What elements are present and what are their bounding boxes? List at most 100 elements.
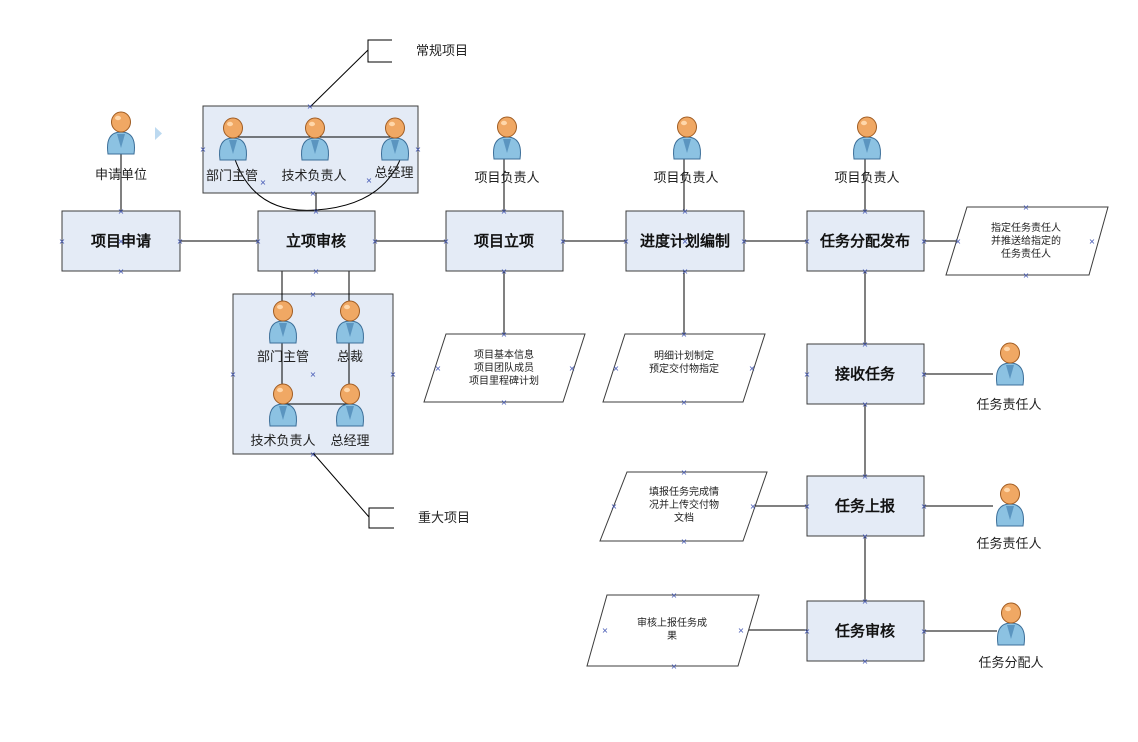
- note-report-shape: [599, 471, 768, 542]
- svg-text:×: ×: [435, 364, 442, 373]
- svg-text:×: ×: [260, 178, 267, 187]
- svg-text:×: ×: [366, 176, 373, 185]
- svg-text:×: ×: [671, 662, 678, 671]
- major-tech-lead-label: 技术负责人: [250, 434, 315, 449]
- step-assign-label: 任务分配发布: [819, 232, 910, 250]
- svg-text:×: ×: [118, 207, 125, 216]
- svg-text:×: ×: [310, 189, 317, 198]
- svg-text:×: ×: [623, 237, 630, 246]
- step-approve-label: 项目立项: [474, 232, 534, 250]
- regular-dept-head-label: 部门主管: [206, 169, 258, 184]
- note-audit-shape: [586, 594, 760, 667]
- responsible-label-1: 任务责任人: [976, 397, 1041, 413]
- note-approve-line-1: 项目基本信息: [474, 348, 534, 361]
- step-review-label: 立项审核: [286, 232, 346, 250]
- svg-text:×: ×: [313, 267, 320, 276]
- note-audit-line-2: 果: [667, 630, 677, 642]
- note-report-line-2: 况并上传交付物: [649, 498, 719, 511]
- regular-project-callout: 常规项目: [416, 44, 468, 59]
- connection-point-markers: × × × × × × × × × × × × × × × × × × × × …: [59, 102, 1096, 671]
- triangle-marker-icon: [155, 127, 162, 140]
- step-apply-label: 项目申请: [91, 232, 151, 250]
- svg-text:×: ×: [501, 207, 508, 216]
- step-report-box: [806, 475, 925, 537]
- svg-text:×: ×: [682, 267, 689, 276]
- svg-text:×: ×: [230, 370, 237, 379]
- svg-text:×: ×: [118, 237, 125, 246]
- note-approve-line-3: 项目里程碑计划: [469, 374, 539, 387]
- svg-text:×: ×: [560, 237, 567, 246]
- note-schedule-line-2: 预定交付物指定: [649, 362, 719, 375]
- step-report-label: 任务上报: [834, 497, 895, 515]
- step-assign-box: [806, 210, 925, 272]
- svg-text:×: ×: [681, 468, 688, 477]
- svg-text:×: ×: [682, 237, 689, 246]
- pm-label-1: 项目负责人: [474, 171, 539, 186]
- pm-person-icon-1: [493, 116, 521, 160]
- major-project-callout: 重大项目: [418, 510, 470, 526]
- note-approve-shape: [423, 333, 586, 403]
- svg-text:×: ×: [613, 364, 620, 373]
- svg-text:×: ×: [501, 267, 508, 276]
- svg-text:×: ×: [255, 237, 262, 246]
- svg-text:×: ×: [955, 237, 962, 246]
- major-ceo-label: 总裁: [337, 349, 363, 365]
- assigner-person-icon: [997, 602, 1025, 646]
- svg-text:×: ×: [611, 502, 618, 511]
- note-assign-shape: [945, 206, 1109, 276]
- svg-text:×: ×: [682, 207, 689, 216]
- svg-text:×: ×: [569, 364, 576, 373]
- svg-text:×: ×: [749, 364, 756, 373]
- svg-text:×: ×: [921, 627, 928, 636]
- note-schedule-line-1: 明细计划制定: [654, 349, 714, 362]
- svg-text:×: ×: [177, 237, 184, 246]
- step-schedule-box: [625, 210, 745, 272]
- svg-text:×: ×: [681, 537, 688, 546]
- svg-text:×: ×: [862, 472, 869, 481]
- svg-text:×: ×: [738, 626, 745, 635]
- svg-text:×: ×: [501, 398, 508, 407]
- note-schedule-shape: [602, 333, 766, 403]
- svg-text:×: ×: [681, 398, 688, 407]
- svg-text:×: ×: [1089, 237, 1096, 246]
- step-schedule-label: 进度计划编制: [640, 232, 730, 250]
- regular-tech-lead-label: 技术负责人: [281, 169, 346, 184]
- note-assign-line-1: 指定任务责任人: [991, 221, 1061, 234]
- responsible-person-icon-2: [996, 483, 1024, 527]
- svg-text:×: ×: [443, 237, 450, 246]
- svg-text:×: ×: [310, 370, 317, 379]
- note-assign-line-3: 任务责任人: [1001, 247, 1051, 260]
- svg-text:×: ×: [741, 237, 748, 246]
- note-report-line-3: 文档: [674, 511, 694, 524]
- svg-text:×: ×: [310, 290, 317, 299]
- svg-text:×: ×: [862, 400, 869, 409]
- responsible-person-icon-1: [996, 342, 1024, 386]
- svg-text:×: ×: [750, 502, 757, 511]
- svg-text:×: ×: [862, 207, 869, 216]
- svg-text:×: ×: [921, 502, 928, 511]
- svg-text:×: ×: [671, 591, 678, 600]
- svg-text:×: ×: [372, 237, 379, 246]
- svg-text:×: ×: [681, 330, 688, 339]
- svg-text:×: ×: [118, 267, 125, 276]
- note-approve-line-2: 项目团队成员: [474, 361, 534, 374]
- svg-text:×: ×: [862, 267, 869, 276]
- major-dept-head-label: 部门主管: [257, 350, 309, 365]
- step-apply-box: [61, 210, 181, 272]
- svg-text:×: ×: [862, 532, 869, 541]
- svg-text:×: ×: [1023, 203, 1030, 212]
- svg-text:×: ×: [200, 145, 207, 154]
- major-project-group: [232, 293, 394, 455]
- step-approve-box: [445, 210, 564, 272]
- svg-text:×: ×: [804, 237, 811, 246]
- svg-text:×: ×: [804, 502, 811, 511]
- svg-text:×: ×: [921, 237, 928, 246]
- svg-text:×: ×: [501, 330, 508, 339]
- connectors: [120, 39, 997, 632]
- applicant-person-icon: [107, 111, 135, 155]
- svg-text:×: ×: [804, 370, 811, 379]
- step-audit-label: 任务审核: [834, 622, 895, 640]
- applicant-label: 申请单位: [95, 168, 147, 183]
- svg-text:×: ×: [804, 627, 811, 636]
